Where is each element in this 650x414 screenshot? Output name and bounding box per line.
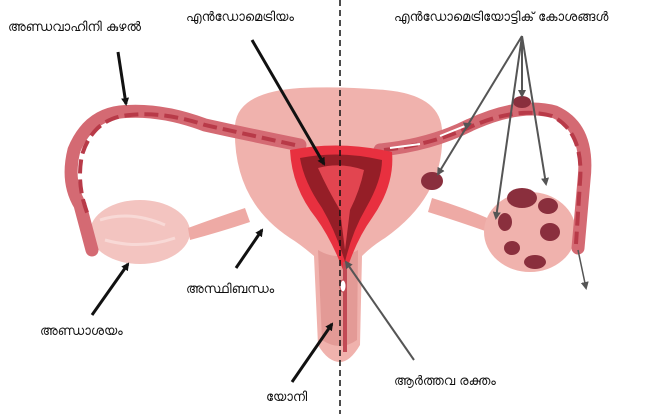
arrow-ovary <box>92 264 128 315</box>
right-ligament <box>428 198 492 232</box>
left-ovary <box>90 200 190 264</box>
label-ligament: അസ്ഥിബന്ധം <box>186 282 274 298</box>
menstrual-drop <box>340 280 346 292</box>
arrow-fallopian-tube <box>118 52 126 104</box>
cyst-ovary-2 <box>538 198 558 214</box>
label-ovary: അണ്ഡാശയം <box>40 324 123 340</box>
label-menstrual-blood: ആർത്തവ രക്തം <box>394 374 496 390</box>
label-endometrium: എൻഡോമെട്രിയം <box>186 10 294 26</box>
cyst-ovary-4 <box>540 223 560 241</box>
cyst-tube <box>513 96 531 108</box>
cyst-ovary-1 <box>507 188 537 208</box>
cyst-ovary-6 <box>524 255 546 269</box>
cyst-ovary-3 <box>498 213 512 231</box>
label-fallopian-tube: അണ്ഡവാഹിനി കുഴൽ <box>8 20 141 36</box>
cyst-ovary-5 <box>504 241 520 255</box>
label-vagina: യോനി <box>266 390 307 406</box>
label-endometriotic-cysts: എൻഡോമെട്രിയോട്ടിക് കോശങ്ങൾ <box>394 10 608 26</box>
arrow-ligament <box>236 230 262 268</box>
cyst-uterus <box>421 172 443 190</box>
arrow-blood-exit <box>578 250 586 288</box>
cervix-shade <box>318 250 358 346</box>
left-ligament <box>188 208 250 240</box>
